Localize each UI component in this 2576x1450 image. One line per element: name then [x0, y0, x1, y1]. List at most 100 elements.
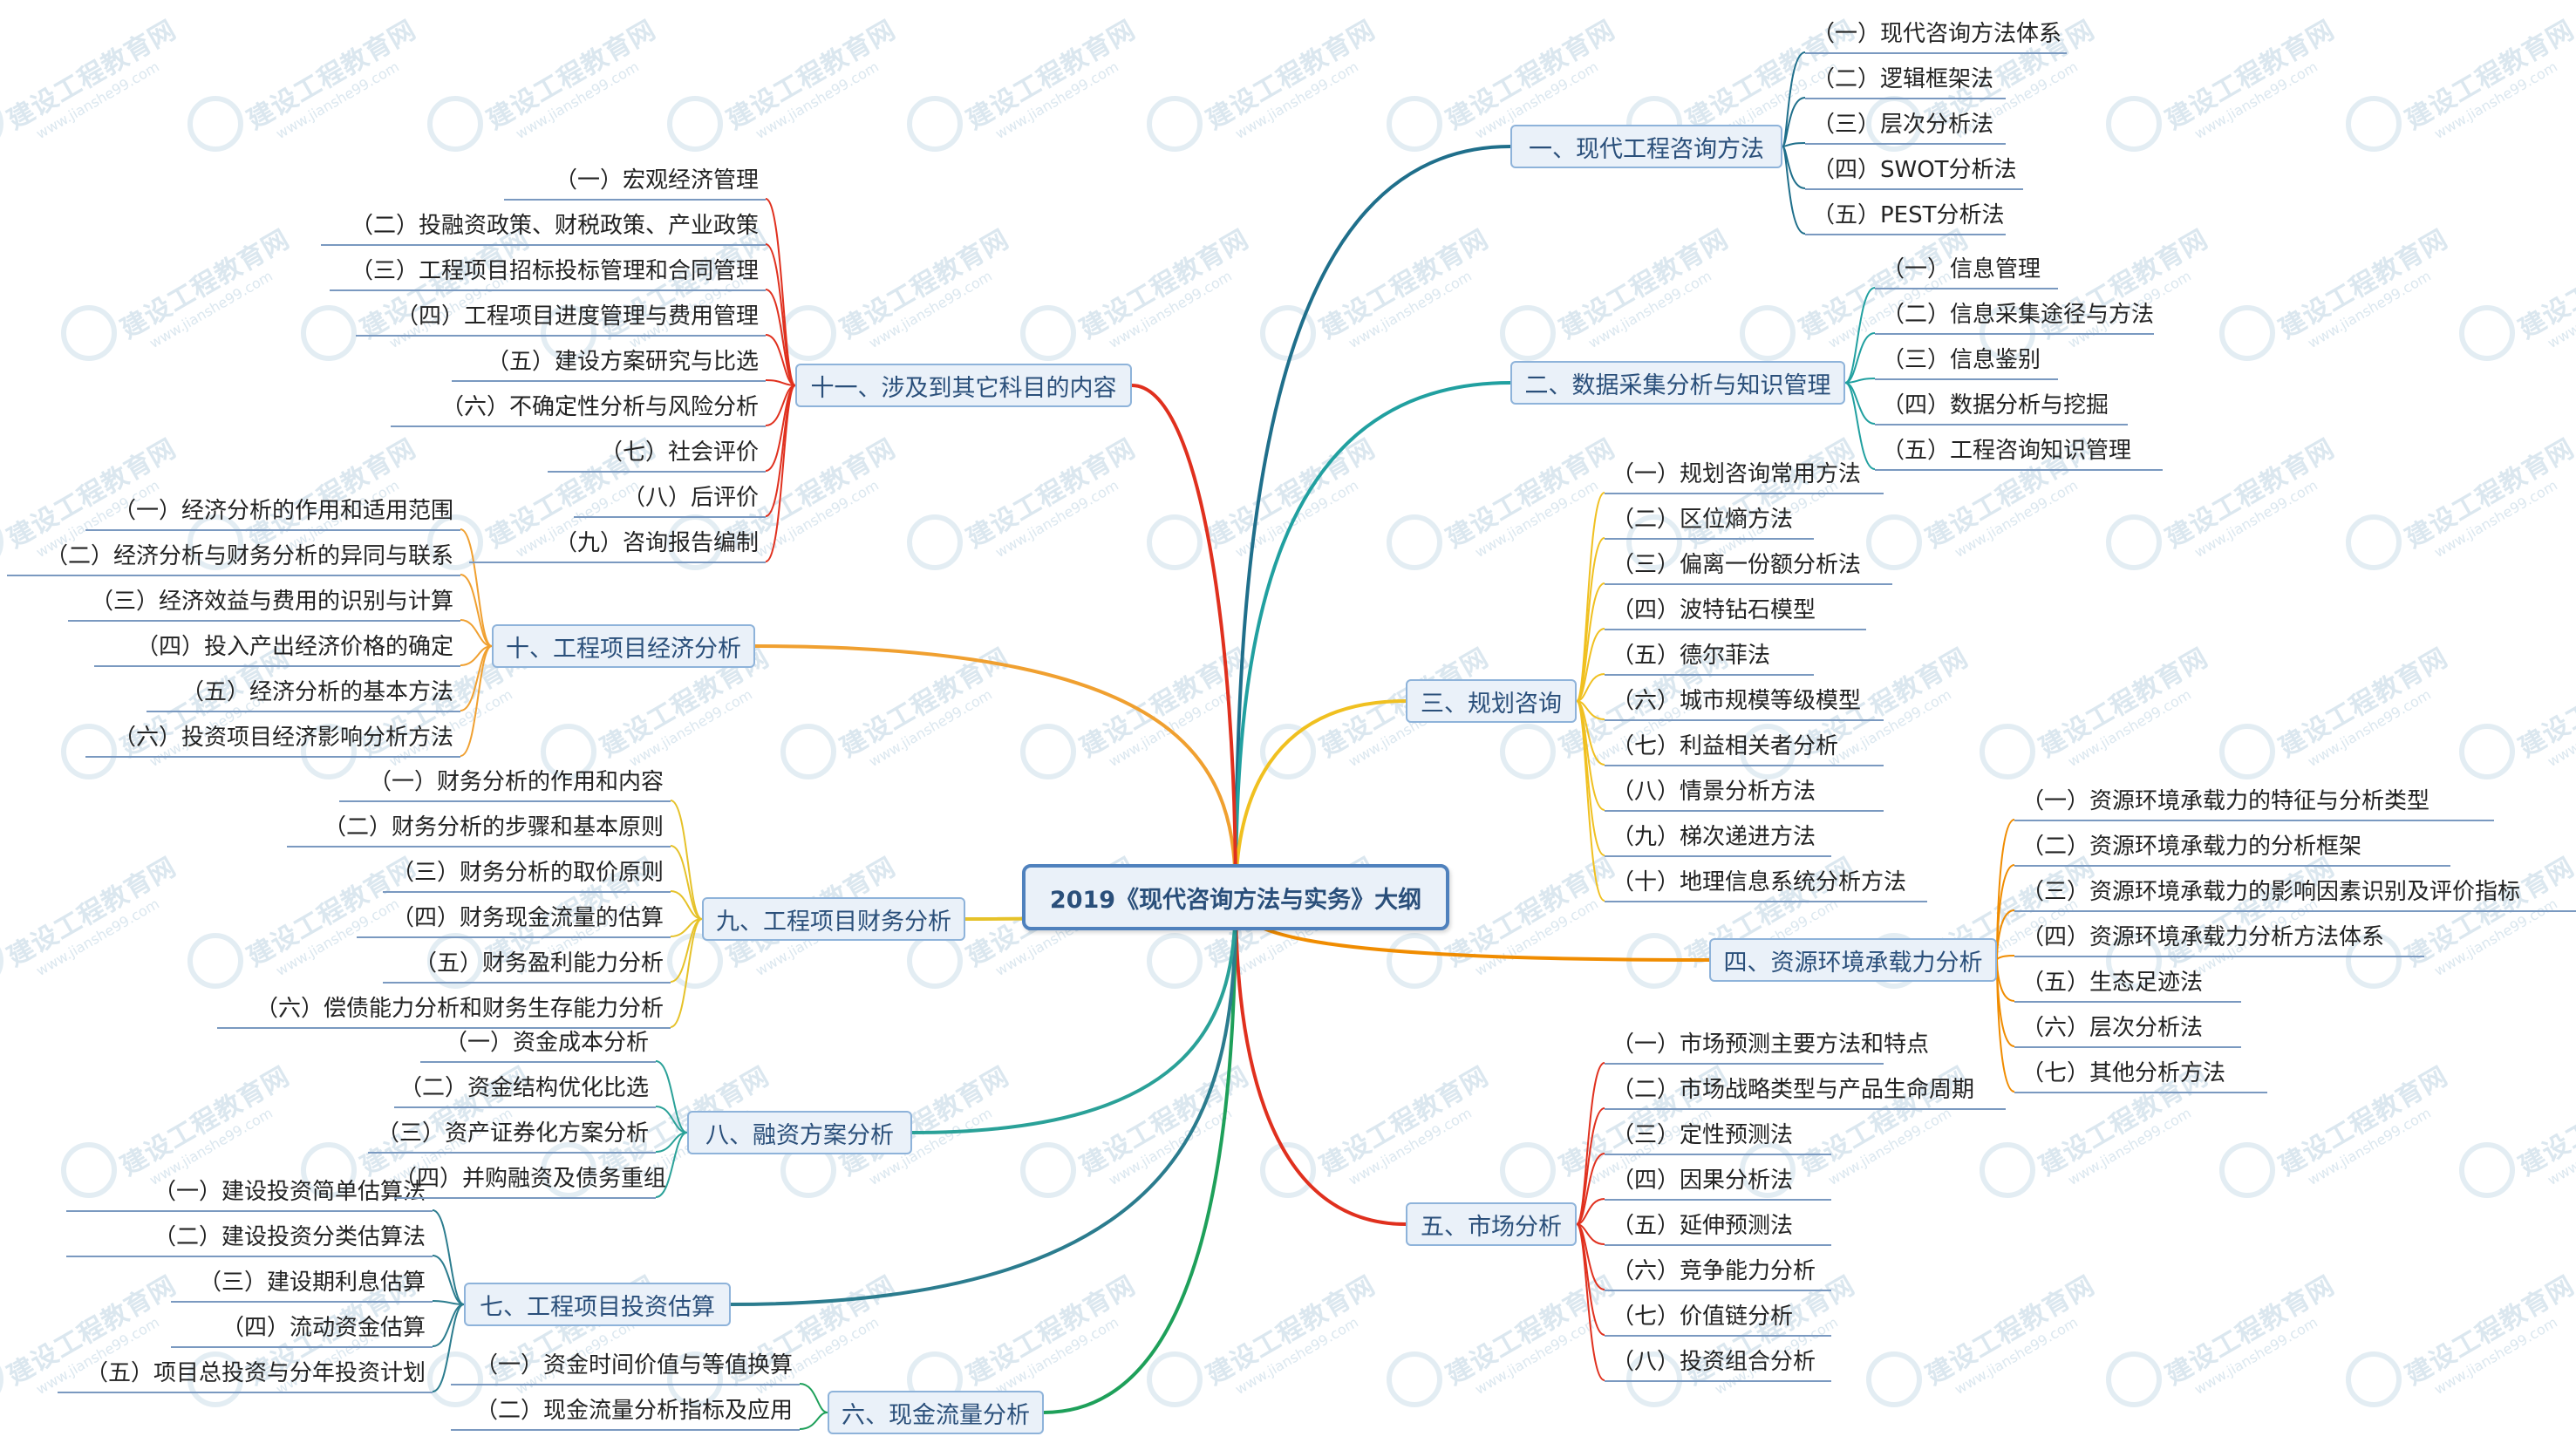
subtopic-item[interactable]: （五）PEST分析法	[1805, 197, 2006, 235]
subtopic-item[interactable]: （一）资源环境承载力的特征与分析类型	[2014, 783, 2494, 821]
subtopic-item[interactable]: （七）价值链分析	[1605, 1298, 1831, 1337]
branch-topic[interactable]: 四、资源环境承载力分析	[1709, 938, 1997, 982]
subtopic-connector	[460, 619, 493, 647]
subtopic-item[interactable]: （二）资金结构优化比选	[394, 1070, 656, 1108]
subtopic-connector	[1844, 382, 1876, 470]
branch-topic[interactable]: 三、规划咨询	[1406, 679, 1577, 723]
subtopic-item[interactable]: （一）宏观经济管理	[504, 162, 766, 201]
subtopic-item[interactable]: （四）波特钻石模型	[1605, 592, 1866, 630]
branch-connector	[911, 896, 1237, 1134]
branch-topic[interactable]: 一、现代工程咨询方法	[1510, 125, 1782, 168]
subtopic-connector	[1576, 1223, 1605, 1336]
subtopic-item[interactable]: （五）工程咨询知识管理	[1875, 432, 2163, 471]
subtopic-connector	[655, 1060, 688, 1133]
subtopic-item[interactable]: （七）利益相关者分析	[1605, 728, 1884, 766]
subtopic-item[interactable]: （五）经济分析的基本方法	[147, 674, 460, 712]
subtopic-item[interactable]: （六）层次分析法	[2014, 1010, 2241, 1048]
subtopic-connector	[765, 385, 796, 562]
subtopic-item[interactable]: （四）工程项目进度管理与费用管理	[356, 298, 766, 337]
subtopic-item[interactable]: （二）市场战略类型与产品生命周期	[1605, 1072, 2006, 1110]
subtopic-item[interactable]: （九）梯次递进方法	[1605, 819, 1831, 857]
subtopic-connector	[655, 1132, 688, 1198]
subtopic-item[interactable]: （六）竞争能力分析	[1605, 1253, 1831, 1291]
subtopic-item[interactable]: （一）现代咨询方法体系	[1805, 16, 2067, 54]
subtopic-connector	[1576, 673, 1605, 702]
subtopic-connector	[1782, 51, 1806, 147]
subtopic-item[interactable]: （三）经济效益与费用的识别与计算	[68, 583, 460, 622]
subtopic-connector	[1576, 582, 1605, 702]
branch-topic[interactable]: 七、工程项目投资估算	[464, 1283, 731, 1326]
subtopic-item[interactable]: （一）市场预测主要方法和特点	[1605, 1026, 1929, 1065]
subtopic-item[interactable]: （三）定性预测法	[1605, 1117, 1831, 1155]
subtopic-item[interactable]: （二）区位熵方法	[1605, 501, 1814, 540]
branch-connector	[754, 644, 1237, 898]
subtopic-item[interactable]: （三）工程项目招标投标管理和合同管理	[330, 253, 766, 291]
subtopic-item[interactable]: （六）投资项目经济影响分析方法	[85, 719, 460, 758]
subtopic-item[interactable]: （三）偏离一份额分析法	[1605, 547, 1892, 585]
subtopic-item[interactable]: （六）城市规模等级模型	[1605, 683, 1884, 721]
subtopic-item[interactable]: （三）资源环境承载力的影响因素识别及评价指标	[2014, 874, 2576, 912]
subtopic-item[interactable]: （四）资源环境承载力分析方法体系	[2014, 919, 2424, 957]
subtopic-connector	[1576, 1223, 1605, 1381]
subtopic-item[interactable]: （二）建设投资分类估算法	[66, 1219, 433, 1257]
subtopic-item[interactable]: （二）财务分析的步骤和基本原则	[287, 809, 671, 848]
subtopic-item[interactable]: （八）投资组合分析	[1605, 1344, 1831, 1382]
subtopic-item[interactable]: （四）流动资金估算	[171, 1310, 433, 1348]
subtopic-item[interactable]: （四）投入产出经济价格的确定	[94, 629, 460, 667]
subtopic-item[interactable]: （二）资源环境承载力的分析框架	[2014, 828, 2450, 867]
subtopic-item[interactable]: （十）地理信息系统分析方法	[1605, 864, 1927, 902]
subtopic-item[interactable]: （三）建设期利息估算	[171, 1264, 433, 1303]
subtopic-item[interactable]: （九）咨询报告编制	[469, 525, 766, 563]
subtopic-connector	[460, 645, 493, 711]
subtopic-item[interactable]: （一）建设投资简单估算法	[66, 1174, 433, 1212]
root-topic[interactable]: 2019《现代咨询方法与实务》大纲	[1022, 864, 1449, 930]
subtopic-connector	[460, 574, 493, 647]
subtopic-item[interactable]: （五）延伸预测法	[1605, 1208, 1831, 1246]
branch-topic[interactable]: 五、市场分析	[1406, 1202, 1577, 1246]
subtopic-item[interactable]: （三）层次分析法	[1805, 106, 2006, 145]
subtopic-connector	[799, 1412, 828, 1430]
subtopic-item[interactable]: （一）经济分析的作用和适用范围	[85, 493, 460, 531]
subtopic-connector	[1996, 959, 2015, 1002]
subtopic-connector	[765, 334, 796, 386]
subtopic-item[interactable]: （一）资金成本分析	[420, 1025, 656, 1063]
subtopic-item[interactable]: （六）不确定性分析与风险分析	[391, 389, 766, 427]
subtopic-item[interactable]: （八）情景分析方法	[1605, 773, 1884, 812]
subtopic-item[interactable]: （五）项目总投资与分年投资计划	[58, 1355, 433, 1393]
subtopic-item[interactable]: （七）社会评价	[548, 434, 766, 473]
subtopic-connector	[1576, 1198, 1605, 1225]
subtopic-item[interactable]: （二）现金流量分析指标及应用	[451, 1392, 800, 1431]
subtopic-item[interactable]: （六）偿债能力分析和财务生存能力分析	[217, 990, 671, 1029]
branch-topic[interactable]: 八、融资方案分析	[687, 1111, 912, 1154]
subtopic-item[interactable]: （一）规划咨询常用方法	[1605, 456, 1884, 494]
subtopic-connector	[1576, 1107, 1605, 1225]
subtopic-item[interactable]: （四）并购融资及债务重组	[394, 1161, 666, 1199]
subtopic-item[interactable]: （三）资产证券化方案分析	[368, 1115, 656, 1154]
subtopic-item[interactable]: （二）信息采集途径与方法	[1875, 296, 2154, 335]
subtopic-item[interactable]: （一）信息管理	[1875, 251, 2058, 289]
subtopic-item[interactable]: （二）投融资政策、财税政策、产业政策	[321, 208, 766, 246]
subtopic-item[interactable]: （一）资金时间价值与等值换算	[451, 1347, 800, 1385]
subtopic-item[interactable]: （五）生态足迹法	[2014, 964, 2241, 1003]
subtopic-item[interactable]: （二）经济分析与财务分析的异同与联系	[7, 538, 460, 576]
subtopic-item[interactable]: （七）其他分析方法	[2014, 1055, 2267, 1093]
branch-topic[interactable]: 十、工程项目经济分析	[492, 624, 755, 668]
subtopic-item[interactable]: （五）财务盈利能力分析	[383, 945, 671, 984]
subtopic-item[interactable]: （一）财务分析的作用和内容	[339, 764, 671, 802]
subtopic-item[interactable]: （四）SWOT分析法	[1805, 152, 2023, 190]
subtopic-item[interactable]: （八）后评价	[574, 480, 766, 518]
branch-topic[interactable]: 十一、涉及到其它科目的内容	[795, 364, 1132, 407]
subtopic-connector	[765, 243, 796, 386]
subtopic-item[interactable]: （四）因果分析法	[1605, 1162, 1831, 1201]
subtopic-item[interactable]: （四）数据分析与挖掘	[1875, 387, 2128, 425]
subtopic-item[interactable]: （三）财务分析的取价原则	[383, 854, 671, 893]
branch-topic[interactable]: 六、现金流量分析	[828, 1391, 1044, 1434]
subtopic-item[interactable]: （五）建设方案研究与比选	[452, 344, 766, 382]
subtopic-item[interactable]: （二）逻辑框架法	[1805, 61, 2006, 99]
subtopic-item[interactable]: （四）财务现金流量的估算	[357, 900, 671, 938]
branch-topic[interactable]: 二、数据采集分析与知识管理	[1510, 361, 1845, 405]
subtopic-item[interactable]: （三）信息鉴别	[1875, 342, 2058, 380]
subtopic-connector	[670, 918, 703, 1028]
branch-topic[interactable]: 九、工程项目财务分析	[702, 897, 965, 941]
subtopic-item[interactable]: （五）德尔菲法	[1605, 637, 1814, 676]
